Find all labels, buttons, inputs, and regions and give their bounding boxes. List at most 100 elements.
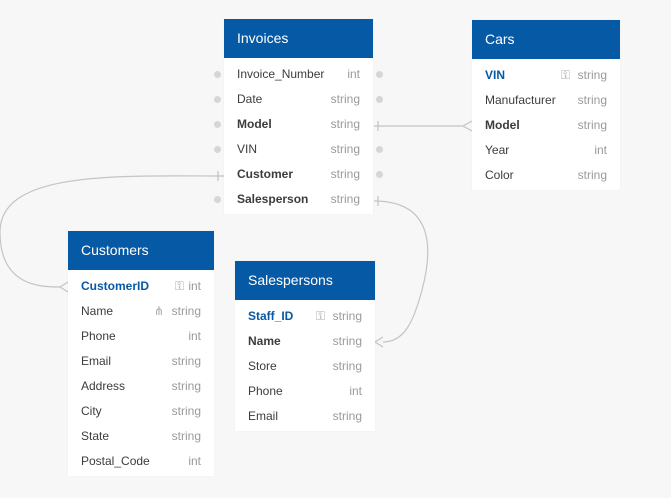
table-salespersons[interactable]: Salespersons Staff_ID ⚿ string Name stri…	[235, 261, 375, 431]
field-row[interactable]: Staff_ID ⚿ string	[235, 304, 375, 329]
field-row[interactable]: Store string	[235, 354, 375, 379]
field-name: CustomerID	[81, 279, 150, 293]
table-invoices[interactable]: Invoices Invoice_Number int Date string …	[214, 19, 383, 214]
table-header[interactable]: Cars	[472, 20, 620, 59]
field-type: string	[171, 304, 201, 318]
field-type: string	[171, 429, 201, 443]
table-header[interactable]: Invoices	[224, 19, 373, 58]
field-type: string	[332, 359, 362, 373]
field-row[interactable]: Phone int	[68, 324, 214, 349]
field-row[interactable]: CustomerID ⚿ int	[68, 274, 214, 299]
field-row[interactable]: Phone int	[235, 379, 375, 404]
key-icon: ⚿	[315, 309, 325, 323]
field-type: string	[577, 68, 607, 82]
field-row[interactable]: Manufacturer string	[472, 88, 620, 113]
field-name: Phone	[81, 329, 116, 343]
field-type: string	[577, 93, 607, 107]
field-type: int	[188, 454, 201, 468]
connector-dot[interactable]	[376, 96, 383, 103]
field-type: string	[332, 409, 362, 423]
field-name: City	[81, 404, 102, 418]
field-type: string	[332, 309, 362, 323]
field-name: Name	[81, 304, 114, 318]
field-name: Address	[81, 379, 126, 393]
connector-dot[interactable]	[376, 171, 383, 178]
table-cars[interactable]: Cars VIN ⚿ string Manufacturer string Mo…	[472, 20, 620, 190]
field-type: int	[188, 329, 201, 343]
field-name: State	[81, 429, 110, 443]
field-type: int	[594, 143, 607, 157]
field-name: Model	[237, 117, 272, 131]
field-name: Model	[485, 118, 520, 132]
field-name: Name	[248, 334, 281, 348]
field-type: string	[330, 192, 360, 206]
connector-dot[interactable]	[214, 146, 221, 153]
table-header[interactable]: Salespersons	[235, 261, 375, 300]
relationship-salesperson-line[interactable]	[373, 200, 429, 343]
field-row[interactable]: Email string	[235, 404, 375, 429]
field-row[interactable]: Date string	[214, 87, 383, 112]
field-type: int	[347, 67, 360, 81]
table-header[interactable]: Customers	[68, 231, 214, 270]
field-row[interactable]: VIN ⚿ string	[472, 63, 620, 88]
field-type: string	[330, 92, 360, 106]
many-marker[interactable]	[462, 120, 473, 132]
field-row[interactable]: Customer string	[224, 162, 383, 187]
key-icon: ⚿	[174, 279, 184, 293]
connector-dot[interactable]	[214, 96, 221, 103]
field-name: Staff_ID	[248, 309, 294, 323]
field-name: Invoice_Number	[237, 67, 325, 81]
field-row[interactable]: Address string	[68, 374, 214, 399]
field-type: string	[330, 117, 360, 131]
relationship-customer-line[interactable]	[0, 175, 225, 288]
field-row[interactable]: State string	[68, 424, 214, 449]
field-name: Postal_Code	[81, 454, 150, 468]
field-name: VIN	[485, 68, 506, 82]
field-name: Phone	[248, 384, 283, 398]
field-row[interactable]: Name string	[235, 329, 375, 354]
field-type: int	[349, 384, 362, 398]
field-list: Invoice_Number int Date string Model str…	[214, 58, 383, 214]
field-type: string	[171, 404, 201, 418]
field-type: int	[188, 279, 201, 293]
field-name: Salesperson	[237, 192, 309, 206]
field-name: Customer	[237, 167, 294, 181]
field-name: Manufacturer	[485, 93, 556, 107]
field-row[interactable]: VIN string	[214, 137, 383, 162]
connector-dot[interactable]	[376, 71, 383, 78]
field-type: string	[171, 379, 201, 393]
field-row[interactable]: Model string	[214, 112, 373, 137]
field-type: string	[332, 334, 362, 348]
connector-dot[interactable]	[214, 196, 221, 203]
many-marker[interactable]	[374, 336, 384, 348]
field-row[interactable]: Name ⋔ string	[68, 299, 214, 324]
field-row[interactable]: Email string	[68, 349, 214, 374]
index-icon: ⋔	[153, 304, 164, 318]
key-icon: ⚿	[560, 68, 570, 82]
field-name: Date	[237, 92, 263, 106]
many-marker[interactable]	[59, 281, 69, 293]
field-type: string	[330, 167, 360, 181]
field-row[interactable]: Invoice_Number int	[214, 62, 383, 87]
table-customers[interactable]: Customers CustomerID ⚿ int Name ⋔ string…	[68, 231, 214, 476]
field-type: string	[171, 354, 201, 368]
field-row[interactable]: Salesperson string	[214, 187, 373, 212]
field-row[interactable]: City string	[68, 399, 214, 424]
field-list: VIN ⚿ string Manufacturer string Model s…	[472, 59, 620, 190]
field-row[interactable]: Model string	[472, 113, 620, 138]
field-name: Store	[248, 359, 277, 373]
connector-dot[interactable]	[214, 121, 221, 128]
field-row[interactable]: Year int	[472, 138, 620, 163]
field-type: string	[577, 118, 607, 132]
field-list: CustomerID ⚿ int Name ⋔ string Phone int…	[68, 270, 214, 476]
field-name: VIN	[237, 142, 258, 156]
field-row[interactable]: Postal_Code int	[68, 449, 214, 474]
connector-dot[interactable]	[376, 146, 383, 153]
field-name: Email	[81, 354, 112, 368]
field-row[interactable]: Color string	[472, 163, 620, 188]
field-name: Email	[248, 409, 279, 423]
field-type: string	[330, 142, 360, 156]
connector-dot[interactable]	[214, 71, 221, 78]
